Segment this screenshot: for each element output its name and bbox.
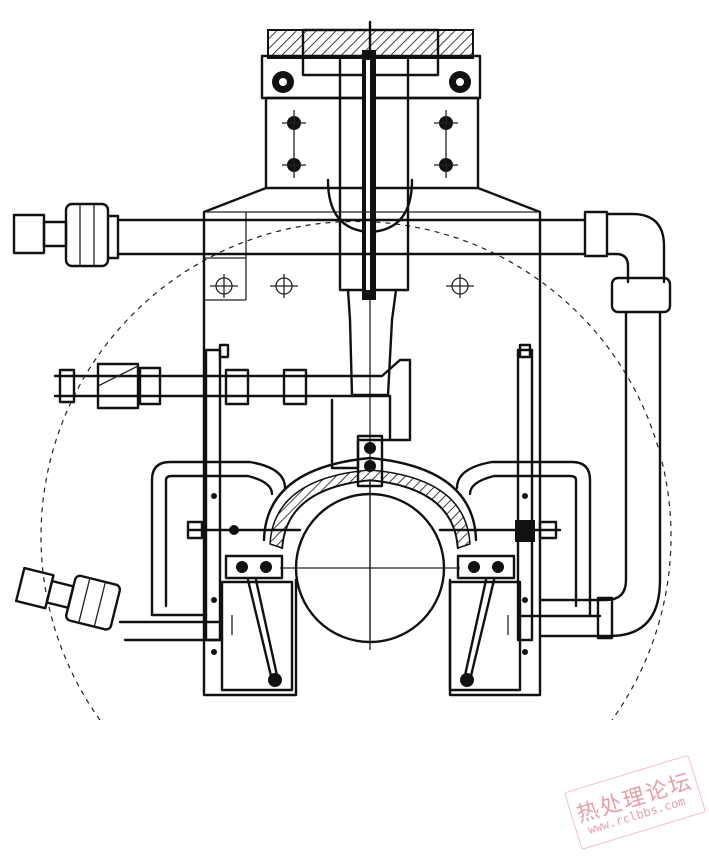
left-jaw [220,554,294,692]
right-pipe-elbow [538,210,672,640]
left-rods [204,343,230,655]
workpiece-ring [262,434,478,650]
right-rods [516,343,534,655]
lower-left-fitting [14,566,224,642]
left-guard-bracket [150,460,287,617]
top-pipe-left [12,202,587,268]
middle-shaft [53,358,412,470]
side-bolts [186,520,562,542]
right-guard-bracket [455,460,592,617]
reference-circle [40,220,672,721]
central-spindle [326,20,414,640]
right-jaw [448,554,522,692]
